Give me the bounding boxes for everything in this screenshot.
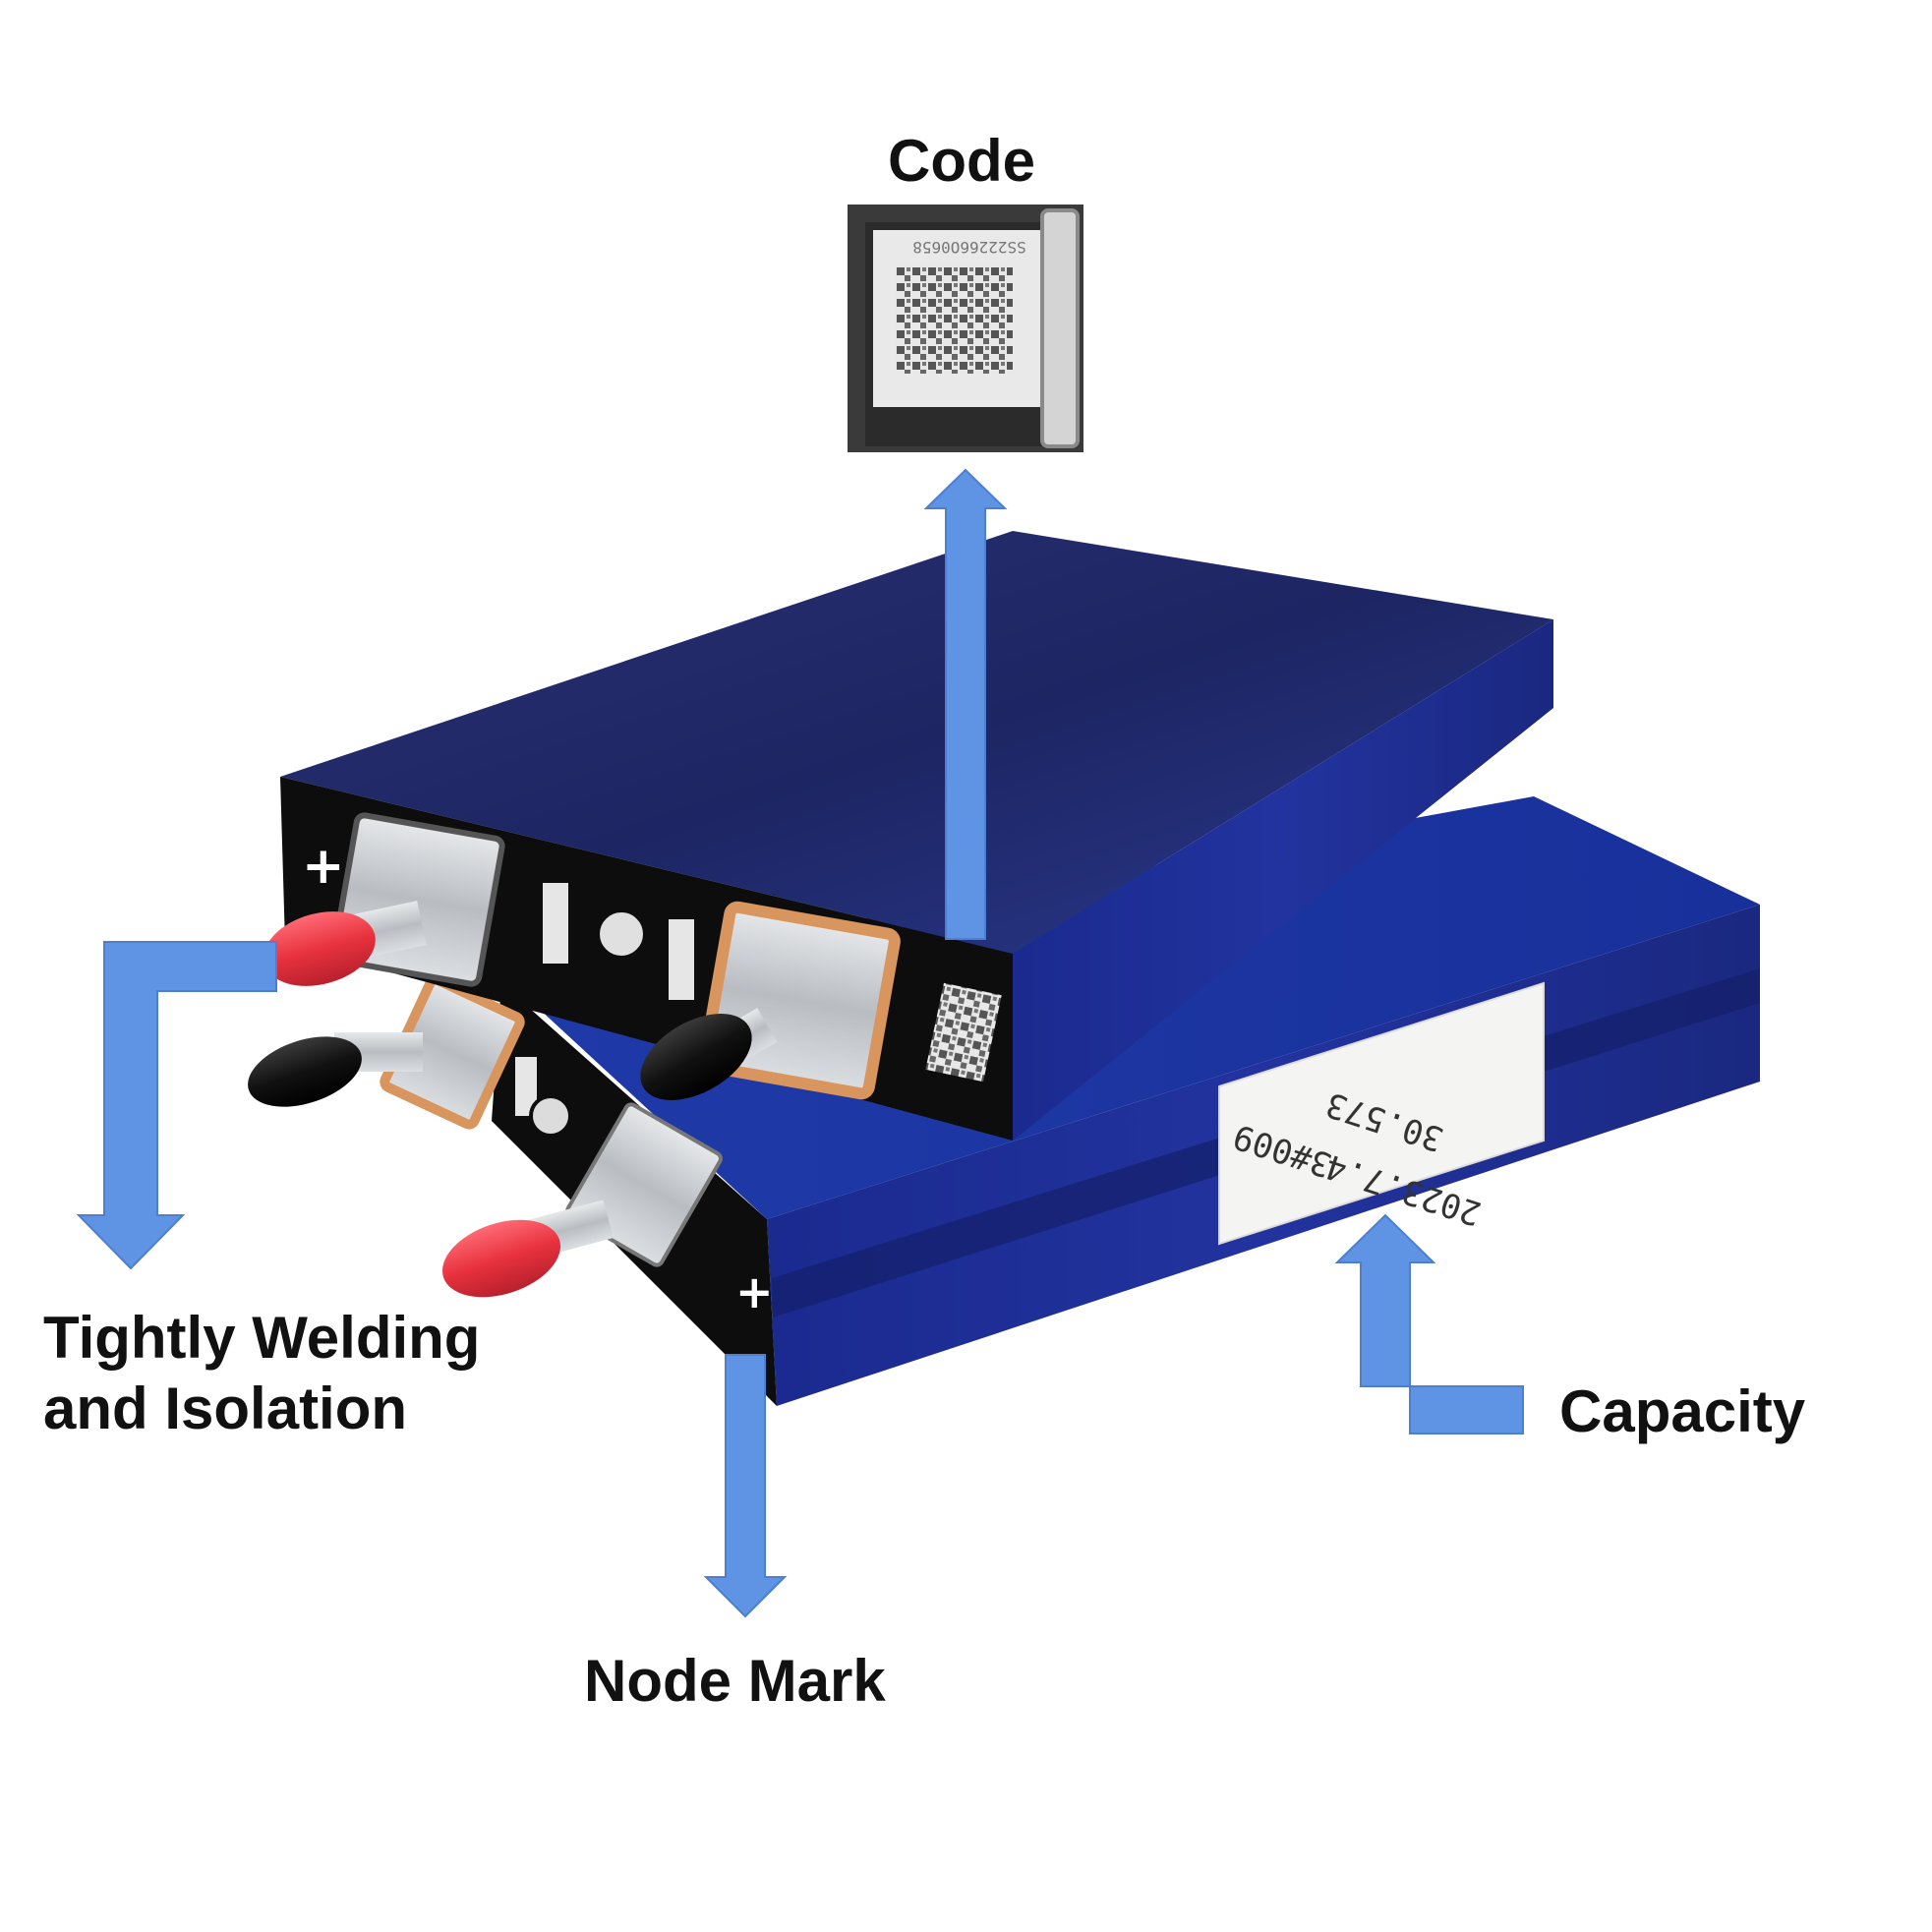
welding-callout-label: Tightly Welding and Isolation — [43, 1303, 480, 1444]
upper-cell-side-face — [1013, 619, 1553, 1141]
code-closeup-inset: SS22266O0658 — [848, 205, 1083, 452]
black-terminal-cap — [248, 1036, 362, 1107]
upper-black-terminal-cap — [640, 1014, 752, 1100]
upper-cell-top-face — [280, 531, 1553, 954]
welding-callout-line2: and Isolation — [43, 1376, 408, 1441]
welding-callout-arrow — [76, 941, 277, 1270]
capacity-callout-arrow — [1334, 1213, 1524, 1434]
lower-red-terminal-cap — [441, 1219, 561, 1298]
upper-positive-symbol: + — [302, 837, 345, 896]
callout-arrows — [76, 468, 1524, 1618]
capacity-callout-label: Capacity — [1559, 1378, 1806, 1444]
code-closeup-matrix — [895, 265, 1013, 374]
lower-battery-cell: 2023.7.4 3#009 30.573 + — [248, 796, 1760, 1406]
welding-callout-line1: Tightly Welding — [43, 1305, 481, 1371]
code-callout-arrow — [923, 468, 1008, 940]
end-plate-code-sticker — [925, 982, 1002, 1083]
upper-red-terminal-cap — [263, 911, 376, 986]
node-mark-callout-arrow — [703, 1354, 788, 1618]
upper-vent-circle — [592, 905, 651, 964]
upper-vent-mark-right — [669, 919, 694, 1000]
upper-battery-cell: + — [263, 531, 1553, 1141]
lower-vent-circle — [529, 1094, 572, 1138]
lower-vent-mark — [515, 1057, 537, 1116]
upper-vent-mark-left — [543, 883, 568, 964]
capacity-label-sticker — [1218, 981, 1545, 1246]
lower-negative-terminal — [380, 974, 525, 1130]
code-closeup-tab — [1040, 208, 1080, 448]
code-closeup-serial: SS22266O0658 — [912, 238, 1026, 257]
node-mark-callout-label: Node Mark — [584, 1648, 886, 1714]
lower-positive-symbol: + — [735, 1265, 774, 1318]
code-callout-label: Code — [888, 128, 1035, 194]
